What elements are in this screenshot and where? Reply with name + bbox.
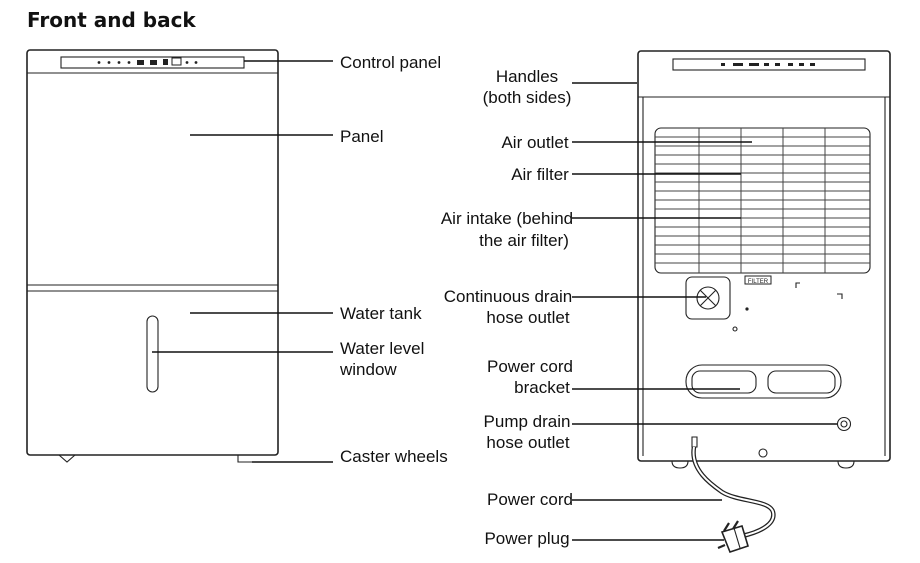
label-air-outlet: Air outlet: [501, 133, 568, 152]
front-control-panel: [60, 56, 245, 69]
label-power-plug: Power plug: [484, 529, 569, 548]
power-cord-bracket-outer: [685, 364, 842, 399]
label-handles-1: Handles: [496, 67, 558, 86]
label-continuous-drain-1: Continuous drain: [444, 287, 573, 306]
power-cord-bracket-right: [767, 370, 836, 394]
label-power-cord-bracket-2: bracket: [514, 378, 570, 397]
back-screw-2: [758, 448, 768, 458]
power-cord-grommet: [691, 436, 698, 448]
label-water-level-2: window: [339, 360, 397, 379]
label-power-cord-bracket-1: Power cord: [487, 357, 573, 376]
back-unit: FILTER: [637, 50, 891, 553]
back-dot-1: [745, 307, 749, 311]
filter-tag-text: FILTER: [748, 279, 769, 285]
back-control-buttons: [721, 63, 815, 66]
label-air-intake-1: Air intake (behind: [441, 209, 573, 228]
label-panel: Panel: [340, 127, 383, 146]
back-screw-1: [732, 326, 738, 332]
label-water-level-1: Water level: [340, 339, 424, 358]
back-mark-1: [795, 282, 800, 288]
front-unit: [26, 49, 279, 463]
continuous-drain-cross: [699, 289, 717, 307]
power-plug: [717, 520, 749, 553]
continuous-drain-fitting: [696, 286, 720, 310]
label-air-filter: Air filter: [511, 165, 569, 184]
label-handles-2: (both sides): [483, 88, 572, 107]
filter-tag: [744, 275, 772, 285]
front-water-level-window: [146, 315, 159, 393]
label-air-intake-2: the air filter): [479, 231, 569, 250]
front-body: [26, 49, 279, 456]
label-water-tank: Water tank: [340, 304, 422, 323]
label-power-cord: Power cord: [487, 490, 573, 509]
pump-drain-outlet: [836, 416, 852, 432]
label-caster-wheels: Caster wheels: [340, 447, 448, 466]
power-cord-inner: [692, 446, 775, 537]
label-continuous-drain-2: hose outlet: [486, 308, 569, 327]
back-mark-2: [837, 293, 843, 299]
page-title: Front and back: [27, 8, 196, 32]
power-cord-bracket-left: [691, 370, 757, 394]
label-control-panel: Control panel: [340, 53, 441, 72]
back-control-panel: [672, 58, 866, 71]
back-body: [637, 50, 891, 462]
front-caster-right: [237, 455, 252, 463]
label-pump-drain-1: Pump drain: [484, 412, 571, 431]
front-control-buttons: [97, 57, 198, 66]
continuous-drain-outlet: [685, 276, 731, 320]
back-foot-right: [837, 460, 855, 469]
label-pump-drain-2: hose outlet: [486, 433, 569, 452]
back-foot-left: [671, 460, 689, 469]
pump-drain-inner: [840, 420, 848, 428]
front-caster-left: [58, 454, 76, 463]
